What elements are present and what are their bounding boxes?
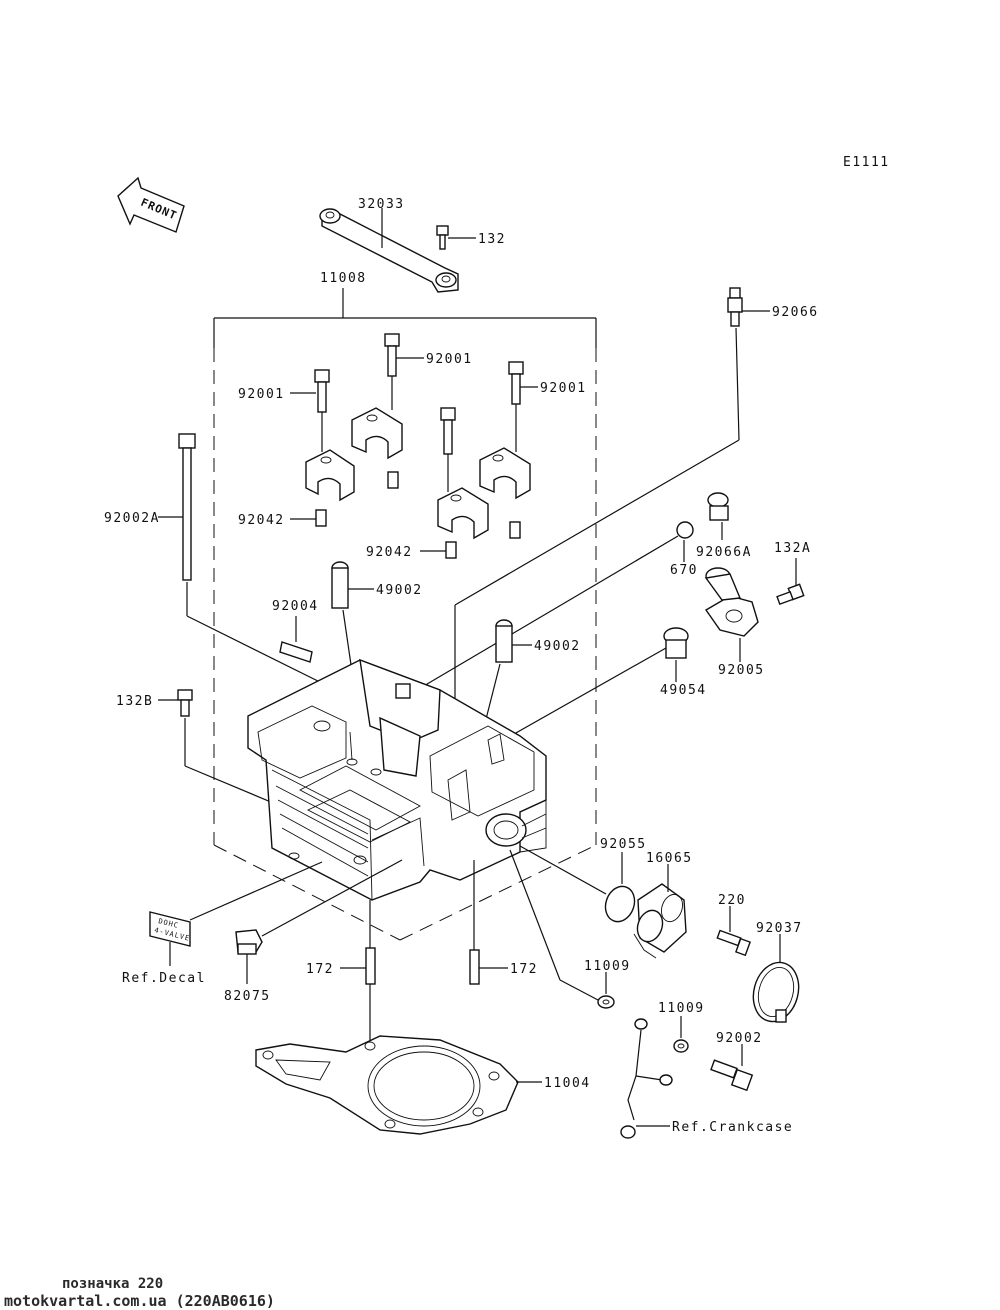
part-decal: DOHC 4-VALVE (149, 911, 191, 947)
footer-caption: позначка 220 (62, 1276, 164, 1292)
part-92002-bolt (710, 1059, 754, 1092)
part-92005-fitting (704, 567, 759, 637)
part-92066A-plug (707, 492, 729, 521)
label-ref-crankcase: Ref.Crankcase (672, 1120, 793, 1135)
part-220-bolt (716, 929, 751, 957)
part-16065-intake-holder (633, 883, 687, 959)
label-92001-a: 92001 (238, 387, 285, 402)
part-670-oring (676, 521, 694, 539)
label-32033: 32033 (358, 197, 405, 212)
part-11004-head-gasket (255, 1035, 519, 1135)
part-92066-sensor (727, 287, 743, 327)
part-cylinder-head (247, 658, 547, 901)
part-11009-washer-b (673, 1039, 689, 1053)
label-16065: 16065 (646, 851, 693, 866)
part-92042-dowel-b (387, 471, 399, 489)
label-220: 220 (718, 893, 746, 908)
label-92004: 92004 (272, 599, 319, 614)
part-49002-lifter-a (331, 561, 349, 609)
label-92002: 92002 (716, 1031, 763, 1046)
label-92001-c: 92001 (540, 381, 587, 396)
part-92001-bolt-b (384, 333, 400, 377)
part-92004-stud (279, 641, 313, 663)
label-49054: 49054 (660, 683, 707, 698)
part-cam-cap-c (437, 487, 489, 540)
diagram-code: E1111 (843, 155, 890, 170)
label-11009-b: 11009 (658, 1001, 705, 1016)
part-92042-dowel-a (315, 509, 327, 527)
label-49002-a: 49002 (376, 583, 423, 598)
label-49002-b: 49002 (534, 639, 581, 654)
label-92066: 92066 (772, 305, 819, 320)
part-cam-cap-a (305, 449, 355, 502)
part-49054-plug (663, 627, 689, 659)
label-92001-b: 92001 (426, 352, 473, 367)
part-92001-bolt-c (508, 361, 524, 405)
part-132B-bolt (177, 689, 193, 717)
label-132B: 132B (116, 694, 153, 709)
label-11008: 11008 (320, 271, 367, 286)
part-cam-cap-b (351, 407, 403, 460)
label-132: 132 (478, 232, 506, 247)
part-132A-bolt (776, 583, 805, 606)
label-82075: 82075 (224, 989, 271, 1004)
label-ref-decal: Ref.Decal (122, 971, 206, 986)
part-32033-link-rod (319, 208, 459, 293)
label-92002A: 92002A (104, 511, 160, 526)
label-92037: 92037 (756, 921, 803, 936)
part-92055-oring (604, 885, 636, 923)
part-92001-bolt-d (440, 407, 456, 455)
label-172-b: 172 (510, 962, 538, 977)
label-92055: 92055 (600, 837, 647, 852)
label-92005: 92005 (718, 663, 765, 678)
label-11004: 11004 (544, 1076, 591, 1091)
footer-source: motokvartal.com.ua (220AB0616) (4, 1292, 275, 1310)
label-172-a: 172 (306, 962, 334, 977)
part-172-stud-b (469, 949, 480, 985)
part-49002-lifter-b (495, 619, 513, 663)
part-11009-washer-a (597, 995, 615, 1009)
part-92037-clamp (752, 961, 800, 1023)
label-11009-a: 11009 (584, 959, 631, 974)
front-arrow-icon: FRONT (117, 176, 185, 233)
part-132-bolt (436, 225, 449, 250)
part-82075-clip (235, 929, 263, 955)
part-cam-cap-d (479, 447, 531, 500)
label-92042-b: 92042 (366, 545, 413, 560)
label-92066A: 92066A (696, 545, 752, 560)
part-92042-dowel-d (445, 541, 457, 559)
part-92002A-long-bolt (178, 433, 196, 581)
part-92001-bolt-a (314, 369, 330, 413)
label-670: 670 (670, 563, 698, 578)
label-92042-a: 92042 (238, 513, 285, 528)
part-oil-pipe (620, 1018, 673, 1139)
part-172-stud-a (365, 947, 376, 985)
part-92042-dowel-c (509, 521, 521, 539)
label-132A: 132A (774, 541, 811, 556)
